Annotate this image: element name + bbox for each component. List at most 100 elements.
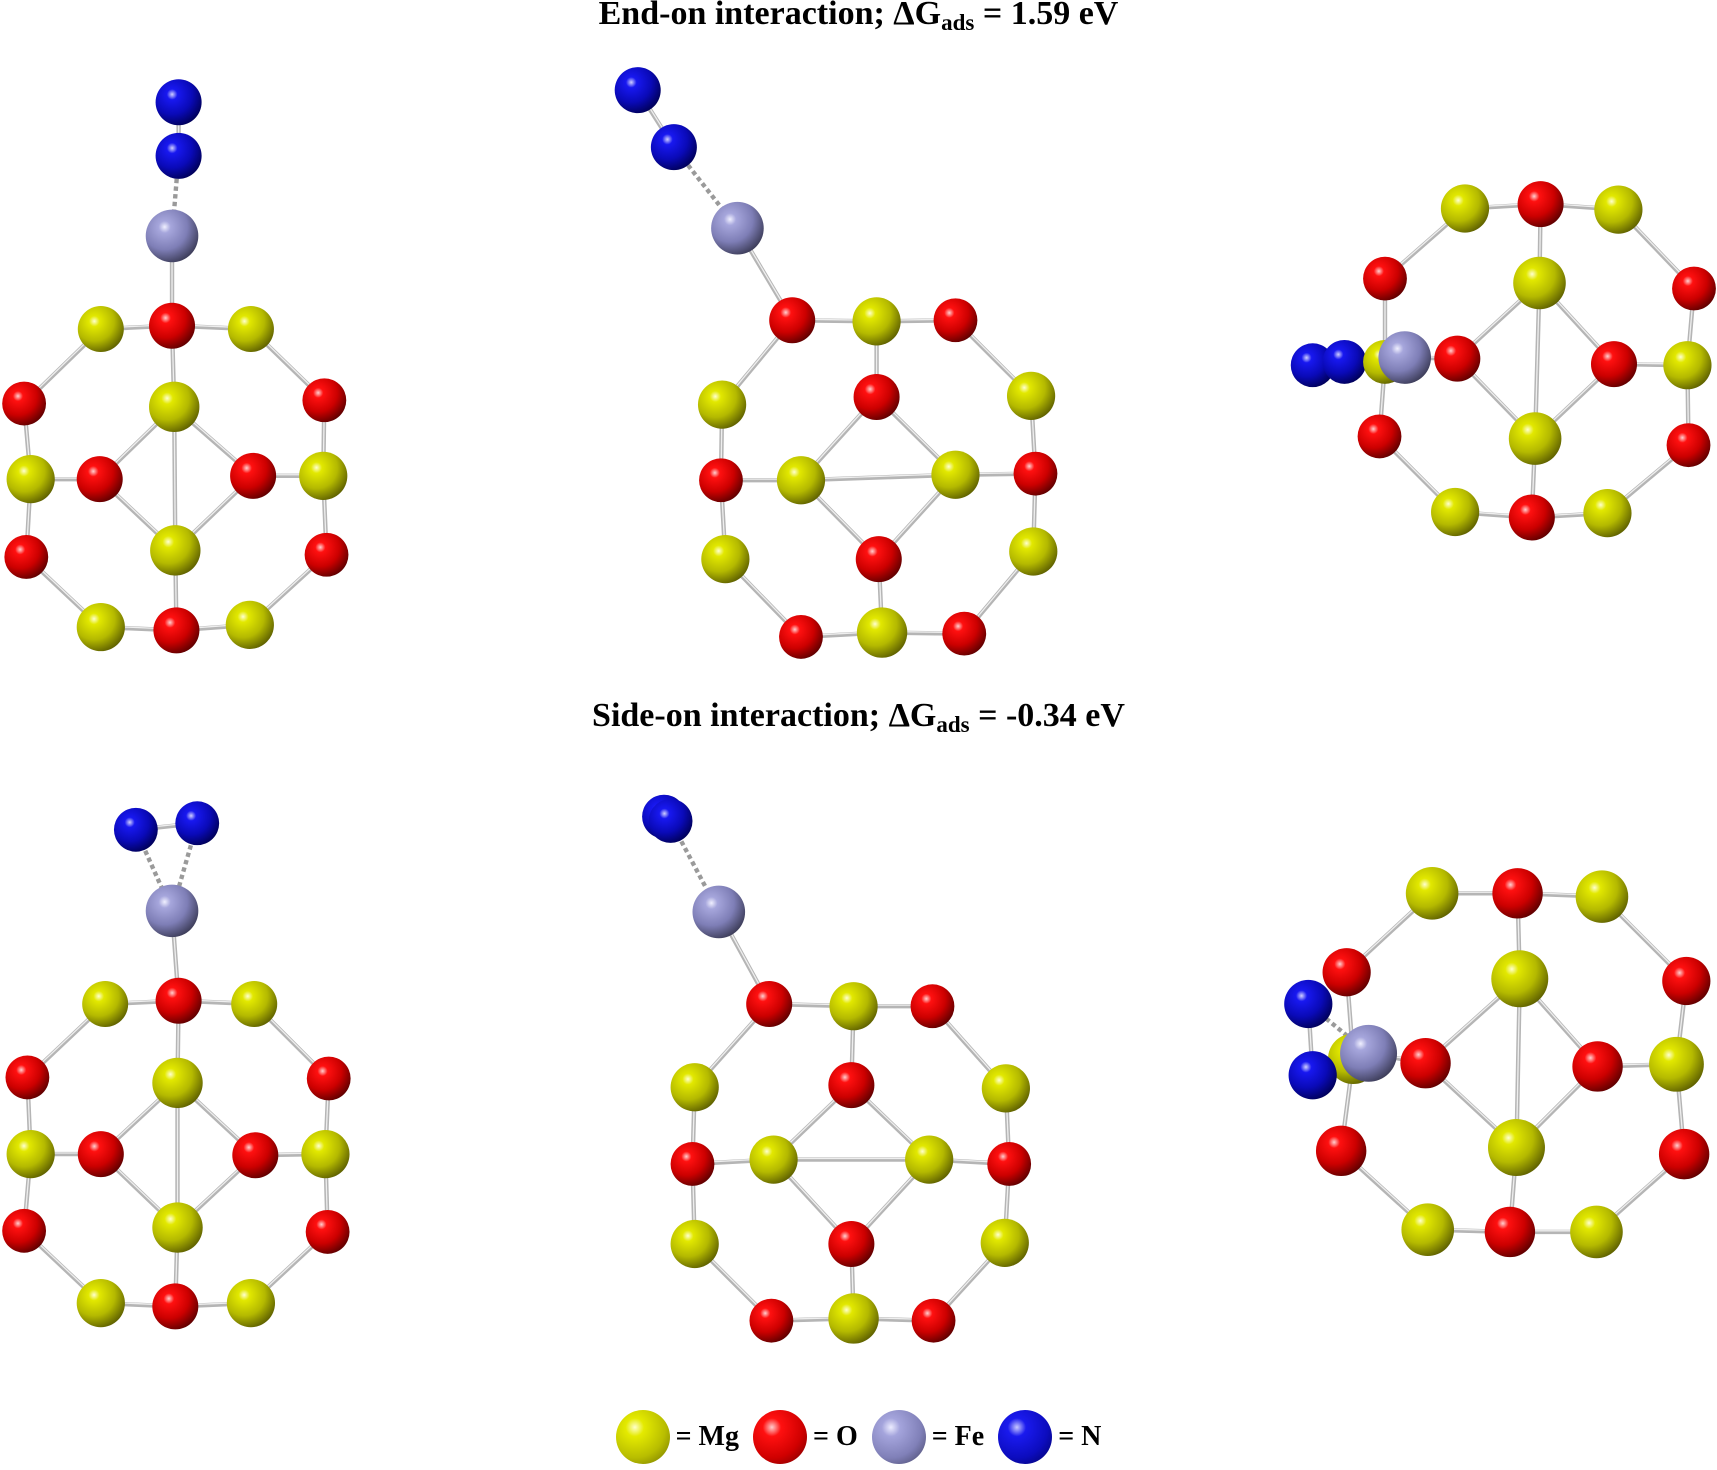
end-on-front-structure bbox=[2, 79, 349, 654]
o-atom-icon bbox=[2, 1208, 47, 1253]
o-atom-icon bbox=[232, 1132, 279, 1179]
o-atom-icon bbox=[1363, 256, 1407, 301]
o-atom-icon bbox=[1322, 948, 1371, 997]
fe-atom-icon bbox=[871, 1410, 926, 1464]
o-atom-icon bbox=[1484, 1206, 1536, 1258]
mg-atom-icon bbox=[1009, 527, 1058, 576]
mg-atom-icon bbox=[749, 1135, 798, 1184]
mg-atom-icon bbox=[1006, 371, 1056, 420]
mg-atom-icon bbox=[1575, 870, 1629, 923]
n-atom-icon bbox=[614, 67, 661, 114]
mg-atom-icon bbox=[852, 297, 901, 346]
fe-atom-icon bbox=[145, 209, 199, 263]
mg-atom-icon bbox=[149, 381, 200, 433]
mg-atom-icon bbox=[828, 1293, 879, 1344]
o-atom-icon bbox=[1013, 451, 1058, 496]
n-atom-icon bbox=[1288, 1051, 1337, 1100]
element-legend: = Mg = O = Fe = N bbox=[0, 1410, 1717, 1464]
o-atom-icon bbox=[1357, 414, 1402, 459]
side-on-side-structure bbox=[1284, 867, 1711, 1259]
o-atom-icon bbox=[752, 1410, 807, 1464]
legend-item-n: = N bbox=[998, 1410, 1101, 1464]
legend-item-fe: = Fe bbox=[871, 1410, 984, 1464]
o-atom-icon bbox=[699, 458, 743, 503]
mg-atom-icon bbox=[1508, 412, 1562, 465]
o-atom-icon bbox=[779, 615, 823, 659]
o-atom-icon bbox=[933, 298, 978, 343]
n-atom-icon bbox=[113, 807, 158, 852]
o-atom-icon bbox=[5, 1055, 50, 1100]
mg-atom-icon bbox=[701, 535, 750, 584]
mg-atom-icon bbox=[615, 1410, 670, 1464]
mg-atom-icon bbox=[776, 456, 826, 505]
o-atom-icon bbox=[76, 456, 123, 503]
o-atom-icon bbox=[305, 1209, 350, 1254]
fe-atom-icon bbox=[711, 201, 764, 255]
o-atom-icon bbox=[1508, 494, 1555, 541]
mg-atom-icon bbox=[670, 1219, 719, 1269]
o-atom-icon bbox=[1666, 423, 1711, 468]
o-atom-icon bbox=[828, 1062, 875, 1109]
o-atom-icon bbox=[670, 1142, 715, 1186]
mg-atom-icon bbox=[905, 1135, 954, 1184]
mg-atom-icon bbox=[1440, 184, 1490, 233]
fe-atom-icon bbox=[692, 885, 746, 939]
mg-atom-icon bbox=[226, 1279, 276, 1328]
bond-highlight bbox=[800, 473, 957, 480]
o-atom-icon bbox=[855, 536, 902, 583]
mg-atom-icon bbox=[6, 455, 55, 504]
n-atom-icon bbox=[175, 801, 220, 846]
mg-atom-icon bbox=[1491, 950, 1549, 1008]
mg-atom-icon bbox=[152, 1057, 203, 1109]
mg-atom-icon bbox=[1513, 256, 1566, 310]
mg-atom-icon bbox=[150, 525, 201, 576]
n-atom-icon bbox=[1290, 343, 1335, 388]
legend-item-o: = O bbox=[752, 1410, 858, 1464]
o-atom-icon bbox=[1672, 266, 1716, 311]
n-atom-icon bbox=[1322, 339, 1367, 384]
o-atom-icon bbox=[149, 302, 196, 349]
mg-atom-icon bbox=[82, 980, 129, 1028]
n-atom-icon bbox=[648, 799, 693, 843]
mg-atom-icon bbox=[1570, 1205, 1623, 1259]
end-on-tilted-structure bbox=[614, 67, 1058, 659]
mg-atom-icon bbox=[299, 451, 348, 500]
n-atom-icon bbox=[998, 1410, 1053, 1464]
mg-atom-icon bbox=[1649, 1036, 1704, 1092]
mg-atom-icon bbox=[76, 1279, 125, 1328]
o-atom-icon bbox=[1662, 956, 1711, 1006]
mg-atom-icon bbox=[231, 980, 278, 1028]
o-atom-icon bbox=[306, 1056, 351, 1101]
side-on-tilted-structure bbox=[642, 794, 1032, 1344]
n-atom-icon bbox=[155, 79, 202, 126]
o-atom-icon bbox=[828, 1220, 875, 1267]
o-atom-icon bbox=[153, 607, 200, 654]
o-atom-icon bbox=[910, 984, 955, 1029]
mg-atom-icon bbox=[697, 380, 747, 429]
fe-atom-icon bbox=[1340, 1024, 1398, 1082]
mg-atom-icon bbox=[931, 450, 980, 499]
side-on-front-structure bbox=[2, 801, 351, 1330]
o-atom-icon bbox=[942, 611, 987, 656]
mg-atom-icon bbox=[1594, 185, 1643, 234]
mg-atom-icon bbox=[225, 600, 274, 649]
mg-atom-icon bbox=[76, 602, 125, 652]
o-atom-icon bbox=[911, 1298, 956, 1343]
o-atom-icon bbox=[155, 977, 202, 1024]
fe-atom-icon bbox=[1378, 331, 1432, 384]
o-atom-icon bbox=[853, 373, 900, 420]
mg-atom-icon bbox=[227, 306, 274, 353]
mg-atom-icon bbox=[856, 607, 908, 658]
o-atom-icon bbox=[1400, 1037, 1451, 1089]
o-atom-icon bbox=[987, 1142, 1032, 1186]
end-on-title: End-on interaction; ΔGads = 1.59 eV bbox=[598, 0, 1119, 35]
mg-atom-icon bbox=[1487, 1119, 1545, 1177]
mg-atom-icon bbox=[152, 1202, 203, 1253]
o-atom-icon bbox=[2, 381, 47, 426]
o-atom-icon bbox=[746, 980, 793, 1028]
mg-atom-icon bbox=[77, 306, 124, 353]
bond bbox=[798, 472, 958, 483]
n-atom-icon bbox=[1284, 979, 1333, 1029]
